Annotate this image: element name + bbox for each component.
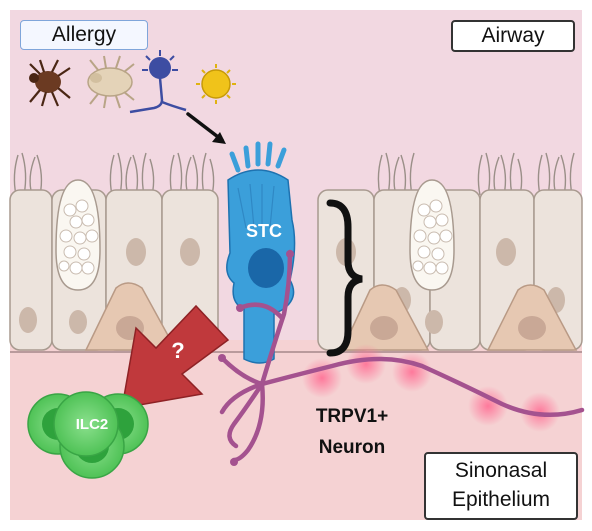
goblet-cell-right — [409, 179, 455, 334]
question-mark: ? — [171, 338, 184, 363]
dust-mite-icon — [87, 55, 135, 109]
basal-cells — [84, 282, 578, 351]
black-arrow — [212, 132, 226, 144]
goblet-cell-left — [55, 179, 101, 334]
bracket — [326, 199, 363, 357]
red-arrow — [121, 304, 230, 409]
epithelium-label-line1: Sinonasal — [454, 459, 548, 482]
airway-label-text: Airway — [481, 24, 545, 47]
pollen-icon — [196, 64, 236, 104]
sinonasal-epithelium-label: Sinonasal Epithelium — [424, 452, 578, 520]
airway-label: Airway — [451, 20, 575, 52]
mold-spore-icon — [129, 50, 187, 114]
ilc2-label: ILC2 — [76, 416, 109, 433]
neuron-label-line2: Neuron — [319, 437, 386, 458]
stc-label: STC — [246, 221, 282, 241]
allergy-label-text: Allergy — [51, 23, 117, 46]
tick-icon — [29, 59, 71, 107]
stc-cell — [226, 141, 296, 364]
neuron-label-line1: TRPV1+ — [316, 406, 388, 427]
neuron-glow — [302, 344, 560, 432]
ilc2-cells — [27, 391, 149, 479]
allergy-label: Allergy — [20, 20, 148, 50]
trpv1-neuron — [219, 249, 585, 463]
epithelium-label-line2: Epithelium — [451, 488, 551, 511]
